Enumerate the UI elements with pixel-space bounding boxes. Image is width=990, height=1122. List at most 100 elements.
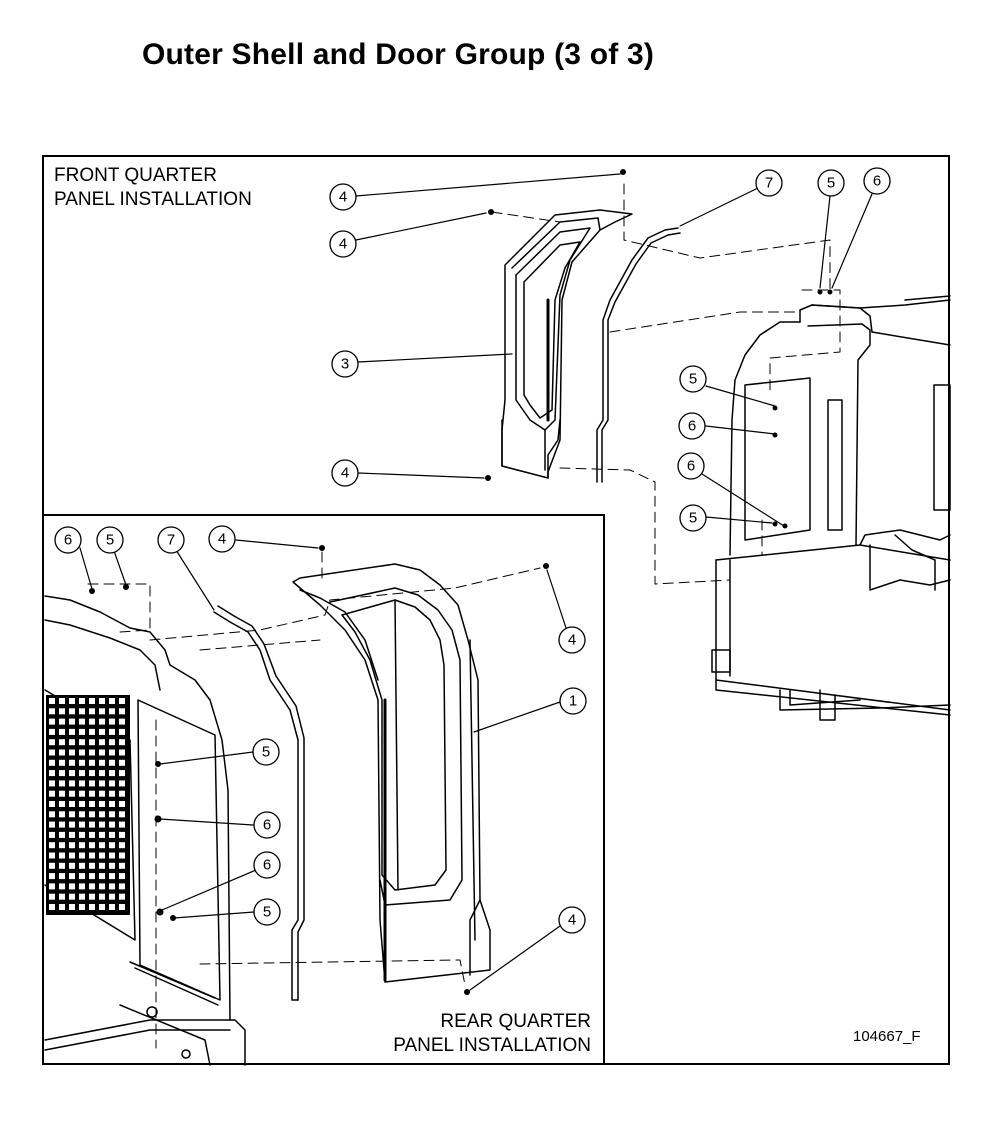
callout-bubble (331, 350, 359, 378)
grille-hole (99, 873, 105, 880)
grille-hole (49, 801, 55, 807)
grille-hole (59, 893, 65, 900)
callout-bubble (558, 626, 586, 654)
callout-bubble (208, 525, 236, 553)
front-machine-body (711, 295, 951, 721)
grille-hole (89, 842, 95, 849)
grille-hole (99, 790, 105, 797)
callout-bubble (54, 526, 82, 554)
grille-hole (109, 862, 115, 869)
grille-hole (119, 883, 125, 890)
grille-hole (69, 780, 75, 787)
grille-hole (99, 801, 105, 807)
grille-hole (49, 821, 55, 828)
grille-hole (119, 842, 125, 849)
grille-hole (119, 904, 125, 910)
grille-hole (69, 842, 75, 849)
grille-hole (69, 739, 75, 746)
grille-hole (89, 718, 95, 725)
callout-label: 6 (873, 173, 881, 190)
grille-hole (109, 708, 115, 715)
callout-bubble (96, 526, 124, 554)
grille-hole (79, 770, 85, 777)
grille-hole (99, 708, 105, 715)
grille-hole (69, 790, 75, 797)
callout-bubble (331, 459, 359, 487)
grille-hole (119, 728, 125, 735)
grille-hole (59, 873, 65, 880)
grille-hole (109, 893, 115, 900)
grille-hole (59, 831, 65, 838)
grille-hole (89, 708, 95, 715)
grille-hole (99, 904, 105, 910)
grille-hole (69, 749, 75, 756)
callout-label: 4 (339, 189, 347, 206)
grille-hole (59, 862, 65, 869)
grille-hole (79, 821, 85, 828)
grille-hole (79, 883, 85, 890)
callout-label: 7 (765, 175, 773, 192)
callout-bubble (253, 811, 281, 839)
grille-hole (109, 728, 115, 735)
rear-trim-strip (213, 605, 305, 1001)
grille-hole (69, 708, 75, 715)
front-label-line2: PANEL INSTALLATION (54, 189, 252, 210)
grille-hole (59, 852, 65, 859)
grille-hole (49, 893, 55, 900)
grille-hole (49, 739, 55, 746)
callout-bubble (679, 365, 707, 393)
grille-hole (49, 811, 55, 818)
callout-bubble (678, 412, 706, 440)
grille-hole (69, 883, 75, 890)
grille-hole (119, 739, 125, 746)
grille-hole (69, 831, 75, 838)
grille-hole (49, 759, 55, 766)
grille-hole (59, 811, 65, 818)
callout-label: 5 (689, 510, 697, 527)
front-quarter-panel (501, 209, 633, 479)
grille-hole (109, 831, 115, 838)
grille-hole (109, 770, 115, 777)
grille-hole (99, 739, 105, 746)
grille-hole (89, 862, 95, 869)
grille-hole (69, 728, 75, 735)
grille-hole (109, 821, 115, 828)
grille-hole (109, 842, 115, 849)
grille-hole (119, 862, 125, 869)
callout-bubble (329, 183, 357, 211)
grille-hole (59, 708, 65, 715)
grille-hole (49, 698, 55, 704)
callout-bubble (677, 452, 705, 480)
grille-hole (119, 801, 125, 807)
grille-hole (119, 770, 125, 777)
grille-hole (89, 759, 95, 766)
grille-hole (99, 862, 105, 869)
rear-label-line1: REAR QUARTER (440, 1011, 591, 1032)
front-label-line1: FRONT QUARTER (54, 165, 217, 186)
grille-hole (69, 698, 75, 704)
grille-hole (119, 811, 125, 818)
grille-hole (59, 759, 65, 766)
drawing-number: 104667_F (853, 1028, 921, 1045)
grille-hole (69, 873, 75, 880)
grille-hole (49, 831, 55, 838)
fastener-markers (89, 169, 833, 995)
grille-hole (69, 893, 75, 900)
grille-hole (49, 852, 55, 859)
grille-hole (109, 790, 115, 797)
callout-label: 1 (569, 693, 577, 710)
grille-hole (99, 718, 105, 725)
callout-bubble (157, 526, 185, 554)
grille-hole (69, 852, 75, 859)
grille-hole (49, 842, 55, 849)
callout-label: 5 (106, 532, 114, 549)
grille-hole (89, 873, 95, 880)
grille-hole (59, 770, 65, 777)
grille-hole (69, 862, 75, 869)
grille-hole (119, 790, 125, 797)
grille-hole (119, 831, 125, 838)
grille-hole (49, 862, 55, 869)
grille-hole (109, 718, 115, 725)
callout-label: 6 (263, 817, 271, 834)
